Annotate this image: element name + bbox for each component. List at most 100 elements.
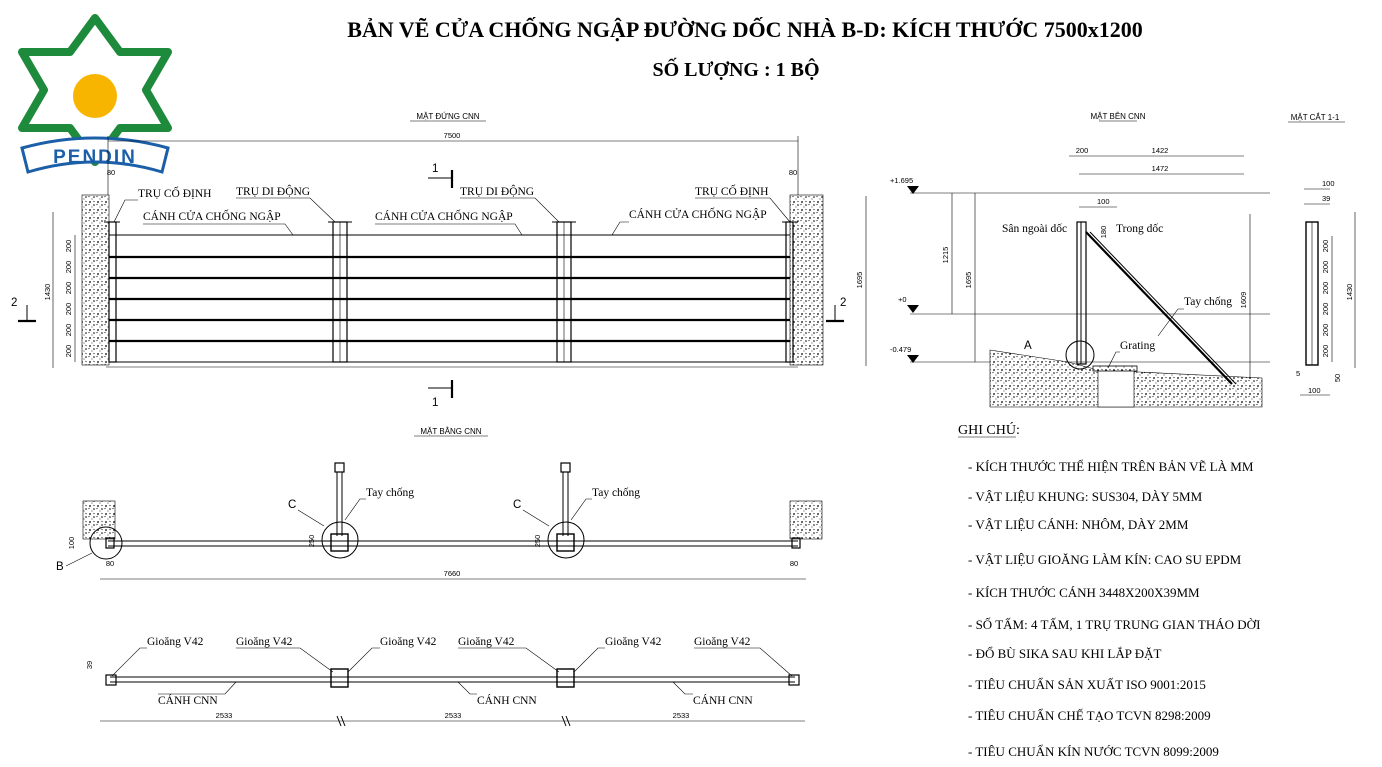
plan-right-wall — [789, 500, 823, 540]
span-2: 2533 — [445, 711, 462, 720]
dimension-label: 100 — [1097, 197, 1110, 206]
note-item: - KÍCH THƯỚC THỂ HIỆN TRÊN BẢN VẼ LÀ MM — [968, 459, 1254, 474]
label-plan-brace-1: Tay chống — [366, 486, 414, 499]
level-zero: +0 — [898, 295, 907, 304]
plan-left-wall — [82, 500, 116, 540]
dimension-label: 1609 — [1239, 292, 1248, 309]
label-grating: Grating — [1120, 340, 1155, 352]
dimension-label: 2 — [840, 297, 846, 309]
detail-c1-label: C — [288, 499, 296, 511]
elevation-view: MẶT ĐỨNG CNN 7500 80 80 — [11, 112, 867, 409]
note-item: - VẬT LIỆU GIOĂNG LÀM KÍN: CAO SU EPDM — [968, 552, 1242, 567]
note-item: - TIÊU CHUẨN SẢN XUẤT ISO 9001:2015 — [968, 677, 1206, 692]
dimension-label: 1215 — [941, 247, 950, 264]
section-view: MẶT CẮT 1-1 100 39 200 200 200 200 200 2… — [1288, 113, 1356, 396]
dimension-label: 80 — [790, 559, 798, 568]
dimension-label: 200 — [1321, 345, 1330, 358]
panel-rails — [109, 255, 790, 343]
dimension-label: 200 — [64, 303, 73, 316]
panel-plan-view: 39 Gioăng V42 Gioăng V42 Gioăng V42 Gioă… — [85, 636, 805, 727]
detail-a-label: A — [1024, 340, 1032, 352]
dimension-label: 200 — [64, 345, 73, 358]
note-item: - ĐỔ BÙ SIKA SAU KHI LẮP ĐẶT — [968, 646, 1161, 661]
label-movable-post-1: TRỤ DI ĐỘNG — [236, 184, 310, 198]
label-movable-post-2: TRỤ DI ĐỘNG — [460, 184, 534, 198]
dimension-label: 2 — [11, 297, 17, 309]
note-item: - TIÊU CHUẨN CHẾ TẠO TCVN 8298:2009 — [968, 708, 1211, 723]
elevation-left-offset: 80 — [107, 168, 115, 177]
side-view: MẶT BÊN CNN 200 1422 1472 100 +1.695 +0 … — [890, 112, 1270, 408]
pendin-logo: PENDIN — [18, 14, 172, 174]
dimension-label: 200 — [1321, 240, 1330, 253]
dimension-label: 1472 — [1152, 164, 1169, 173]
drawing-title: BẢN VẼ CỬA CHỐNG NGẬP ĐƯỜNG DỐC NHÀ B-D:… — [347, 17, 1142, 42]
level-bottom: -0.479 — [890, 345, 911, 354]
quantity-title: SỐ LƯỢNG : 1 BỘ — [652, 57, 819, 81]
section-mark-1-top: 1 — [428, 163, 454, 188]
notes: GHI CHÚ: - KÍCH THƯỚC THỂ HIỆN TRÊN BẢN … — [958, 421, 1260, 759]
label-panel-2: CÁNH CỬA CHỐNG NGẬP — [375, 208, 513, 223]
dimension-label: 39 — [1322, 194, 1330, 203]
gasket-label-2: Gioăng V42 — [236, 636, 293, 648]
gasket-label-4: Gioăng V42 — [458, 636, 515, 648]
label-panel-3: CÁNH CỬA CHỐNG NGẬP — [629, 206, 767, 221]
panel-label-3: CÁNH CNN — [693, 693, 753, 707]
label-panel-1: CÁNH CỬA CHỐNG NGẬP — [143, 208, 281, 223]
dimension-label: 250 — [307, 535, 316, 548]
logo-sun — [73, 74, 117, 118]
dimension-label: 200 — [64, 261, 73, 274]
posts — [104, 221, 798, 363]
dimension-label: 200 — [1076, 146, 1089, 155]
elevation-width-dim: 7500 — [444, 131, 461, 140]
dimension-label: 200 — [1321, 282, 1330, 295]
gasket-label-3: Gioăng V42 — [380, 636, 437, 648]
label-outside: Sân ngoài dốc — [1002, 222, 1067, 235]
section-mark-1-bottom: 1 — [428, 380, 454, 409]
dimension-label: 1 — [432, 163, 438, 175]
plan-brace-1 — [321, 462, 359, 559]
dimension-label: 180 — [1099, 226, 1108, 239]
section-mark-2-right: 2 — [826, 297, 846, 323]
dimension-label: 5 — [1296, 369, 1300, 378]
side-view-title: MẶT BÊN CNN — [1091, 112, 1146, 121]
notes-heading: GHI CHÚ: — [958, 421, 1020, 438]
elevation-right-height: 1695 — [855, 272, 864, 289]
dimension-label: 1430 — [1345, 284, 1354, 301]
gasket-label-1: Gioăng V42 — [147, 636, 204, 648]
section-mark-2-left: 2 — [11, 297, 36, 323]
dimension-label: 80 — [106, 559, 114, 568]
span-1: 2533 — [216, 711, 233, 720]
logo-text: PENDIN — [53, 147, 137, 168]
left-wall — [81, 194, 110, 366]
dimension-label: 50 — [1333, 374, 1342, 382]
plan-brace-2 — [547, 462, 585, 559]
note-item: - VẬT LIỆU CÁNH: NHÔM, DÀY 2MM — [968, 517, 1189, 532]
note-item: - TIÊU CHUẨN KÍN NƯỚC TCVN 8099:2009 — [968, 744, 1219, 759]
dimension-label: 100 — [1308, 386, 1321, 395]
note-item: - KÍCH THƯỚC CÁNH 3448X200X39MM — [968, 585, 1200, 600]
label-plan-brace-2: Tay chống — [592, 486, 640, 499]
dimension-label: 100 — [67, 537, 76, 550]
dimension-label: 200 — [64, 240, 73, 253]
dimension-label: 200 — [1321, 261, 1330, 274]
plan-overall-dim: 7660 — [444, 569, 461, 578]
panel-label-1: CÁNH CNN — [158, 693, 218, 707]
label-fixed-post-right: TRỤ CỐ ĐỊNH — [695, 183, 768, 198]
dimension-label: 1 — [432, 397, 438, 409]
label-side-brace: Tay chống — [1184, 295, 1232, 308]
gasket-label-5: Gioăng V42 — [605, 636, 662, 648]
dimension-label: 1422 — [1152, 146, 1169, 155]
span-3: 2533 — [673, 711, 690, 720]
dimension-label: 200 — [1321, 324, 1330, 337]
elevation-height-dim: 1430 — [43, 284, 52, 301]
note-item: - SỐ TẤM: 4 TẤM, 1 TRỤ TRUNG GIAN THÁO D… — [968, 617, 1260, 632]
label-inside: Trong dốc — [1116, 222, 1163, 235]
dimension-label: 200 — [1321, 303, 1330, 316]
section-view-title: MẶT CẮT 1-1 — [1291, 113, 1340, 122]
right-wall — [789, 194, 824, 366]
label-fixed-post-left: TRỤ CỐ ĐỊNH — [138, 185, 211, 200]
detail-c2-label: C — [513, 499, 521, 511]
note-item: - VẬT LIỆU KHUNG: SUS304, DÀY 5MM — [968, 489, 1203, 504]
elevation-view-title: MẶT ĐỨNG CNN — [416, 112, 479, 121]
dimension-label: 250 — [533, 535, 542, 548]
